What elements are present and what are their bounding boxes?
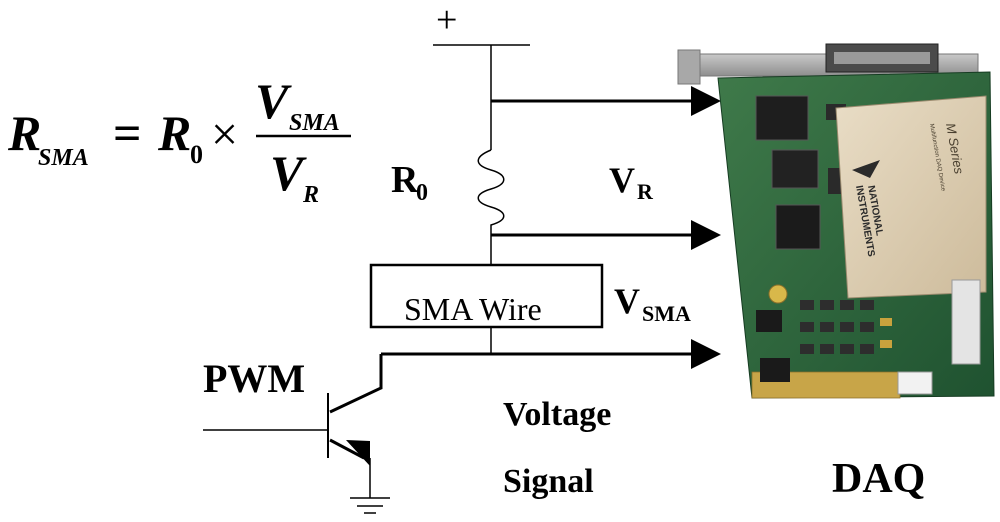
card-connector-pins	[834, 52, 930, 64]
card-shield	[835, 95, 987, 299]
formula-r0: R	[157, 105, 191, 161]
formula-denominator-v: V	[270, 145, 307, 201]
formula-r0-subscript: 0	[190, 140, 203, 169]
card-capacitor	[768, 284, 788, 304]
vsma-label-subscript: SMA	[642, 301, 691, 326]
formula-numerator-subscript: SMA	[289, 110, 340, 136]
vr-label-v: V	[609, 160, 635, 200]
formula-lhs-r: R	[7, 105, 41, 161]
sma-wire-box	[369, 263, 604, 329]
vr-label-subscript: R	[637, 179, 654, 204]
card-chip-6	[756, 310, 782, 332]
resistor-label-subscript: 0	[416, 180, 428, 206]
signal-label: Signal	[503, 463, 594, 500]
vsma-label-v: V	[614, 281, 640, 321]
card-chip-2	[771, 149, 819, 189]
formula-times: ×	[211, 108, 238, 161]
resistor-label-r: R	[391, 159, 419, 201]
circuit	[203, 44, 721, 514]
formula-numerator-v: V	[255, 73, 292, 129]
card-side-connector	[951, 279, 981, 365]
card-chip-3	[775, 204, 821, 250]
card-chip-7	[760, 358, 790, 382]
emitter-arrowhead	[346, 440, 370, 466]
formula-denominator-subscript: R	[302, 182, 319, 208]
resistor-r0	[477, 149, 505, 265]
card-chip-1	[755, 95, 809, 141]
daq-label: DAQ	[832, 456, 925, 502]
formula-lhs-subscript: SMA	[38, 145, 89, 171]
pwm-label: PWM	[203, 356, 305, 401]
transistor-emitter	[329, 438, 365, 460]
card-side-connector-2	[897, 371, 933, 395]
card-bracket-tab	[677, 49, 701, 85]
sma-wire-label: SMA Wire	[404, 291, 542, 327]
card-small-components	[800, 300, 892, 354]
voltage-label: Voltage	[503, 396, 611, 433]
formula-equals: =	[113, 105, 142, 161]
supply-plus-sign: +	[436, 0, 457, 41]
transistor-collector	[329, 354, 383, 414]
card-ni-eagle-logo	[852, 160, 880, 178]
daq-card-image: M Series Multifunction DAQ Device NATION…	[677, 43, 995, 399]
formula: R SMA = R 0 × V SMA V R	[7, 73, 351, 208]
